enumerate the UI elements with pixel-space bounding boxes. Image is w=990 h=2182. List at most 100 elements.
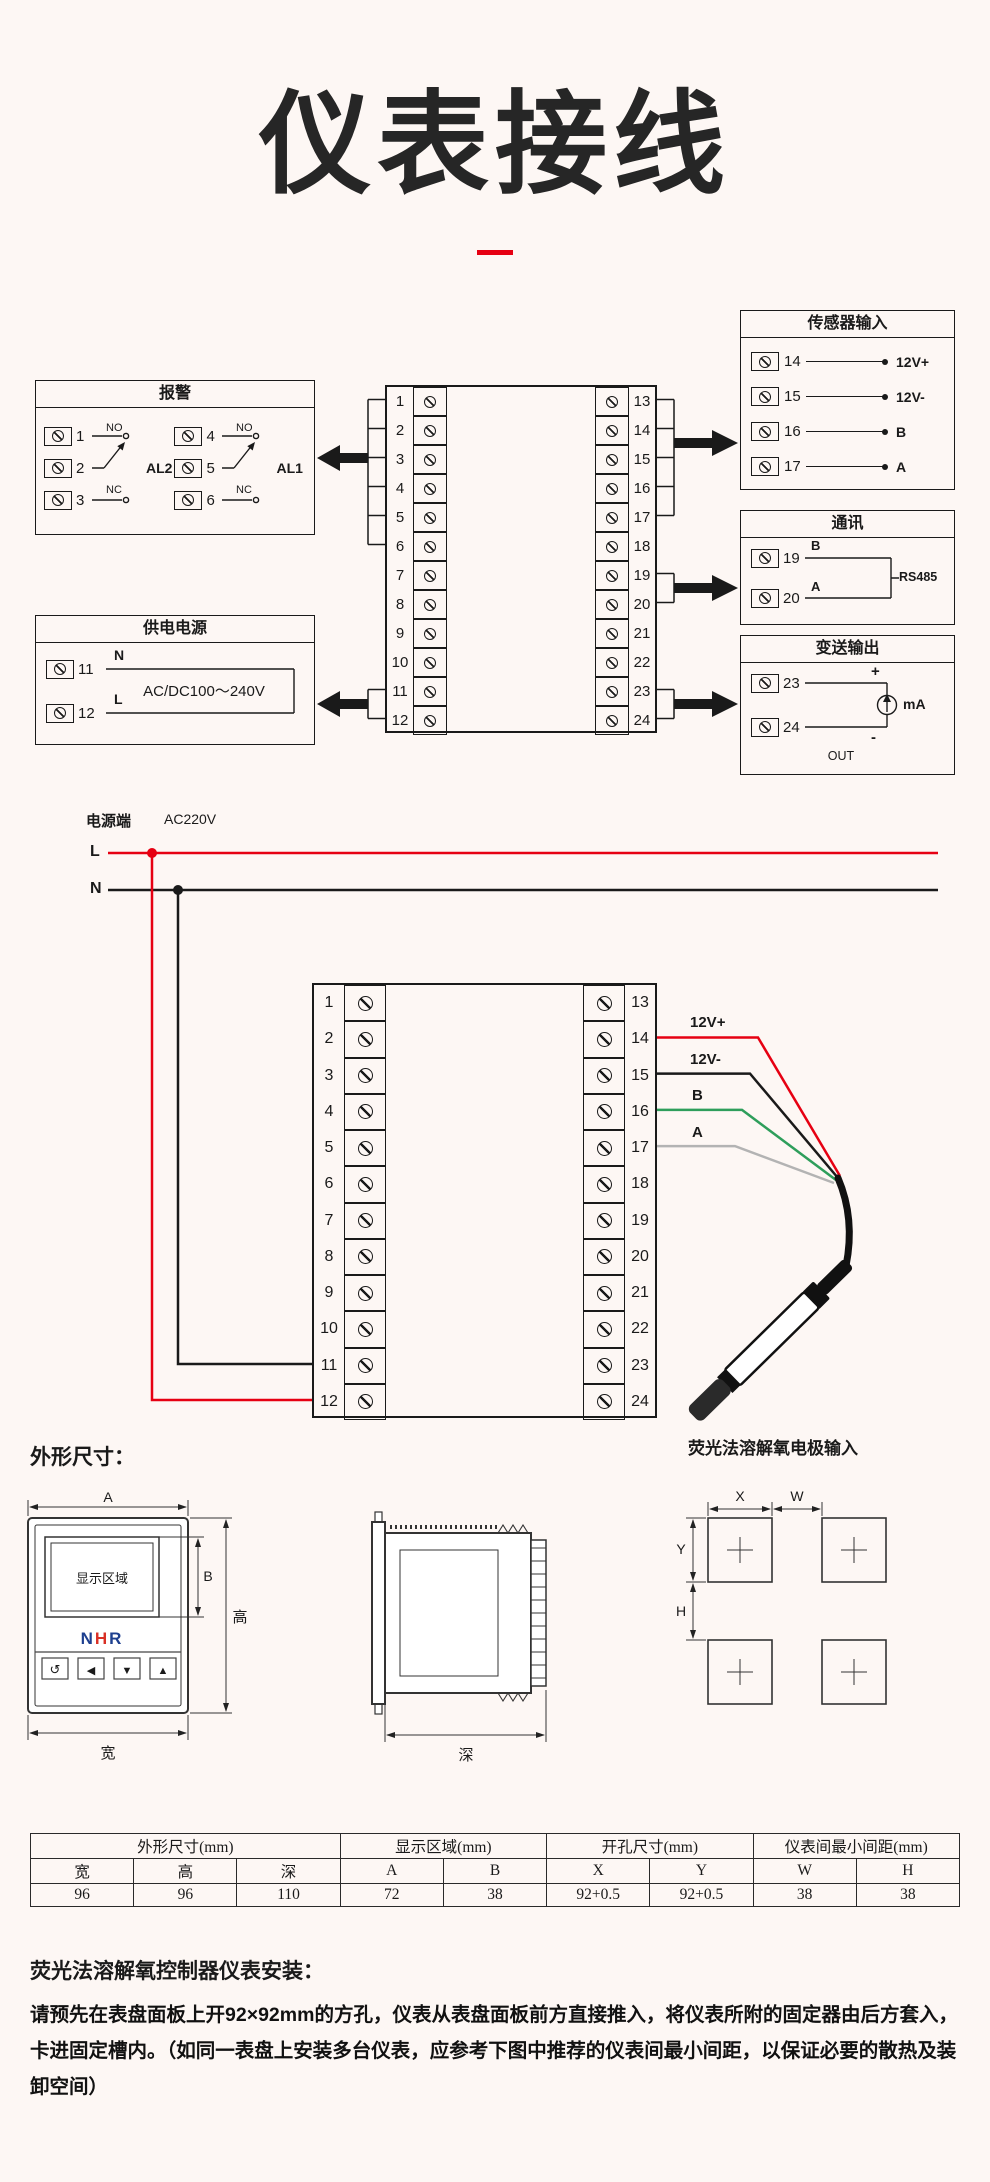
down-button-icon: ▼ [122,1665,133,1677]
screw-terminal-icon [344,1093,386,1130]
group-cutout: 开孔尺寸(mm) [546,1833,754,1859]
terminal: 21 [583,1275,655,1312]
out-label: OUT [827,749,855,763]
terminal-number: 2 [395,422,405,439]
terminal-number: 17 [633,509,651,526]
block-arrows [317,430,738,717]
screw-terminal-icon [751,548,779,568]
power-box-title: 供电电源 [36,616,314,643]
dimension-lines [686,1502,823,1641]
terminal-row: 20 [751,584,800,612]
neutral-drop-wire [176,890,312,1366]
plus-label: + [871,663,880,680]
terminal-number: 19 [631,1211,649,1229]
screw-icon [759,721,771,733]
screw-terminal-icon [413,677,447,706]
install-body-text: 请预先在表盘面板上开92×92mm的方孔，仪表从表盘面板前方直接推入，将仪表所附… [30,2004,958,2099]
screw-terminal-icon [344,1383,386,1420]
screw-icon [424,714,436,727]
dimension-lines [384,1690,547,1742]
terminal-number: 6 [395,538,405,555]
terminal: 8 [314,1238,386,1275]
dim-y-label: Y [676,1541,686,1557]
dimension-lines [27,1500,232,1740]
terminal-number: 22 [633,654,651,671]
screw-terminal-icon [344,985,386,1022]
front-buttons [35,1651,181,1680]
terminal-number: 8 [395,596,405,613]
group-spacing: 仪表间最小间距(mm) [752,1833,961,1859]
title-divider [477,250,513,255]
group-display: 显示区域(mm) [339,1833,548,1859]
terminal-number: 19 [783,549,800,567]
terminal-number: 15 [633,451,651,468]
screw-terminal-icon [595,445,629,474]
spec-table: 外形尺寸(mm) 显示区域(mm) 开孔尺寸(mm) 仪表间最小间距(mm) 宽… [29,1833,961,1907]
screw-terminal-icon [413,590,447,619]
screw-icon [357,1031,373,1047]
wire-label-a: A [692,1124,703,1141]
screw-terminal-icon [595,474,629,503]
value-cell: 38 [752,1883,857,1907]
terminal-row: 23 [751,669,800,697]
screw-icon [759,425,771,438]
nc-label: NC [236,484,252,496]
terminal-number: 21 [633,625,651,642]
alarm-relay-label: AL2 [146,460,173,476]
terminal: 8 [387,590,447,619]
screw-terminal-icon [595,619,629,648]
screw-icon [357,1321,373,1337]
screw-icon [424,424,436,437]
comm-lines [805,557,899,599]
terminal-number: 3 [395,451,405,468]
col-header: H [855,1858,961,1884]
screw-icon [596,1031,612,1047]
screw-terminal-icon [583,1166,625,1203]
terminal-row: 11 [46,655,94,683]
terminal: 20 [583,1238,655,1275]
wire-line [805,463,889,470]
screw-icon [357,1104,373,1120]
arrow-to-alarm [317,445,368,471]
sensor-wiring-diagram: 电源端 AC220V L N 1 2 3 4 5 6 7 [0,808,990,1473]
line-n-label: N [90,880,102,897]
rs485-b-label: B [811,538,821,553]
mounting-details [390,1523,546,1703]
screw-terminal-icon [413,474,447,503]
power-supply-box: 供电电源 11 12 N L AC/DC100～240V [35,615,315,745]
power-body: 11 12 N L AC/DC100～240V [36,643,314,771]
terminal: 12 [387,706,447,735]
live-label: L [114,691,123,707]
value-cell: 72 [339,1883,444,1907]
screw-icon [596,1249,612,1265]
terminal: 18 [595,532,655,561]
screw-terminal-icon [413,706,447,735]
screw-terminal-icon [751,352,779,371]
screw-terminal-icon [583,1347,625,1384]
screw-icon [357,1068,373,1084]
terminal-block: 1 2 3 4 5 6 7 8 9 10 [385,385,657,735]
screw-terminal-icon [583,1021,625,1058]
connector-lines [317,398,738,720]
left-button-icon: ◀ [87,1665,96,1677]
terminal-number: 4 [324,1102,334,1120]
power-lines [106,668,295,714]
screw-icon [357,1285,373,1301]
minus-label: - [871,729,876,746]
terminal: 6 [387,532,447,561]
screw-icon [424,598,436,611]
terminal-number: 4 [395,480,405,497]
value-cell: 96 [133,1883,238,1907]
screw-terminal-icon [413,503,447,532]
dim-a-label: A [103,1489,113,1505]
screw-icon [759,460,771,473]
screw-icon [596,1068,612,1084]
screw-terminal-icon [174,458,203,478]
output-box-title: 变送输出 [741,636,954,663]
col-header: 宽 [29,1858,135,1884]
brand-logo: NHR [81,1629,124,1648]
power-source-label: 电源端 [86,813,132,830]
terminal-row: 2 [44,452,92,484]
screw-icon [357,1176,373,1192]
